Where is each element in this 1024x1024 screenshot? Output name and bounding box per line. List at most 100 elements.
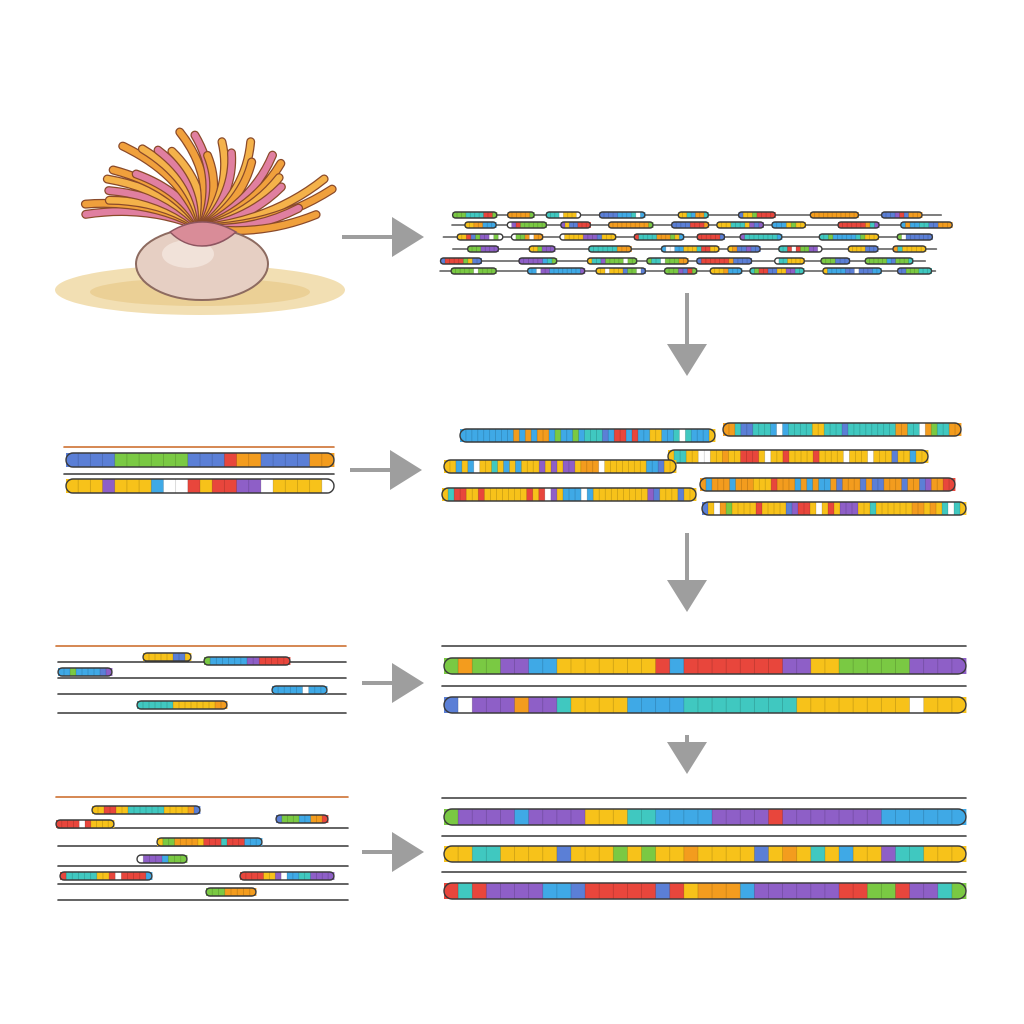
strand-segment [911, 246, 917, 252]
strand-segment [78, 872, 85, 880]
strand-segment [711, 478, 719, 491]
strand-segment [463, 258, 469, 264]
strand-segment [798, 502, 805, 515]
strand-segment [754, 697, 769, 713]
strand-segment [162, 855, 169, 863]
strand-segment [883, 478, 891, 491]
strand-segment [907, 423, 914, 436]
strand-segment [167, 653, 174, 661]
strand-segment [564, 234, 570, 240]
strand-segment [444, 697, 459, 713]
contig-5 [699, 477, 956, 492]
strand-segment [591, 258, 597, 264]
strand-segment [860, 222, 866, 228]
strand-segment [742, 258, 748, 264]
strand-segment [610, 460, 617, 473]
strand-segment [486, 846, 501, 862]
strand-segment [724, 258, 730, 264]
strand-segment [593, 246, 599, 252]
strand-segment [525, 212, 531, 218]
strand-segment [780, 502, 787, 515]
strand-segment [860, 234, 866, 240]
strand-segment [186, 838, 193, 846]
strand-segment [881, 809, 896, 825]
strand-segment [752, 212, 758, 218]
strand-segment [245, 872, 253, 880]
strand-segment [328, 872, 335, 880]
strand-segment [587, 258, 593, 264]
strand-segment [104, 806, 111, 814]
strand-segment [110, 806, 117, 814]
strand-segment [72, 872, 79, 880]
strand-segment [653, 488, 661, 501]
strand-segment [570, 658, 586, 674]
strand-segment [620, 429, 627, 442]
strand-segment [546, 246, 552, 252]
strand-segment [528, 846, 544, 862]
strand-segment [705, 246, 711, 252]
strand-segment [613, 212, 619, 218]
strand-segment [891, 258, 896, 264]
strand-segment [859, 423, 867, 436]
strand-outline [456, 233, 504, 241]
strand-segment [770, 450, 778, 463]
strand-segment [882, 258, 888, 264]
strand-segment [585, 809, 600, 825]
strand-segment [928, 222, 934, 228]
strand-segment [137, 855, 144, 863]
strand-segment [622, 268, 628, 274]
strand-segment [791, 222, 797, 228]
strand-segment [680, 222, 686, 228]
strand-segment [84, 872, 92, 880]
strand-segment [641, 658, 657, 674]
short-read [598, 211, 646, 219]
strand-segment [257, 872, 264, 880]
strand-segment [851, 234, 857, 240]
strand-segment [606, 234, 612, 240]
strand-segment [322, 815, 329, 823]
strand-segment [682, 212, 688, 218]
strand-outline [205, 887, 257, 897]
strand-segment [756, 212, 762, 218]
strand-segment [937, 697, 953, 713]
strand-segment [515, 234, 521, 240]
strand-segment [139, 453, 152, 467]
strand-segment [444, 883, 459, 899]
strand-segment [824, 423, 831, 436]
strand-segment [64, 668, 71, 676]
strand-outline [271, 685, 328, 695]
strand-segment [321, 453, 335, 467]
strand-segment [649, 429, 657, 442]
strand-segment [882, 502, 889, 515]
strand-segment [904, 212, 909, 218]
strand-segment [726, 883, 741, 899]
strand-segment [487, 212, 493, 218]
strand-outline [727, 245, 761, 253]
strand-segment [643, 429, 651, 442]
strand-segment [209, 701, 216, 709]
strand-segment [599, 658, 614, 674]
strand-segment [683, 697, 699, 713]
strand-segment [727, 246, 733, 252]
strand-segment [444, 658, 459, 674]
strand-segment [881, 883, 896, 899]
mapped-read [136, 854, 188, 864]
strand-segment [479, 460, 487, 473]
strand-segment [836, 268, 842, 274]
strand-segment [796, 697, 812, 713]
short-read [439, 257, 483, 265]
strand-segment [825, 258, 831, 264]
strand-segment [895, 658, 910, 674]
strand-segment [573, 234, 579, 240]
strand-segment [895, 423, 902, 436]
strand-segment [919, 234, 925, 240]
strand-segment [796, 809, 812, 825]
strand-segment [799, 268, 805, 274]
strand-segment [909, 697, 925, 713]
strand-segment [788, 423, 795, 436]
strand-segment [627, 658, 642, 674]
strand-outline [156, 837, 263, 847]
strand-segment [640, 268, 646, 274]
strand-segment [489, 246, 495, 252]
strand-segment [661, 246, 667, 252]
